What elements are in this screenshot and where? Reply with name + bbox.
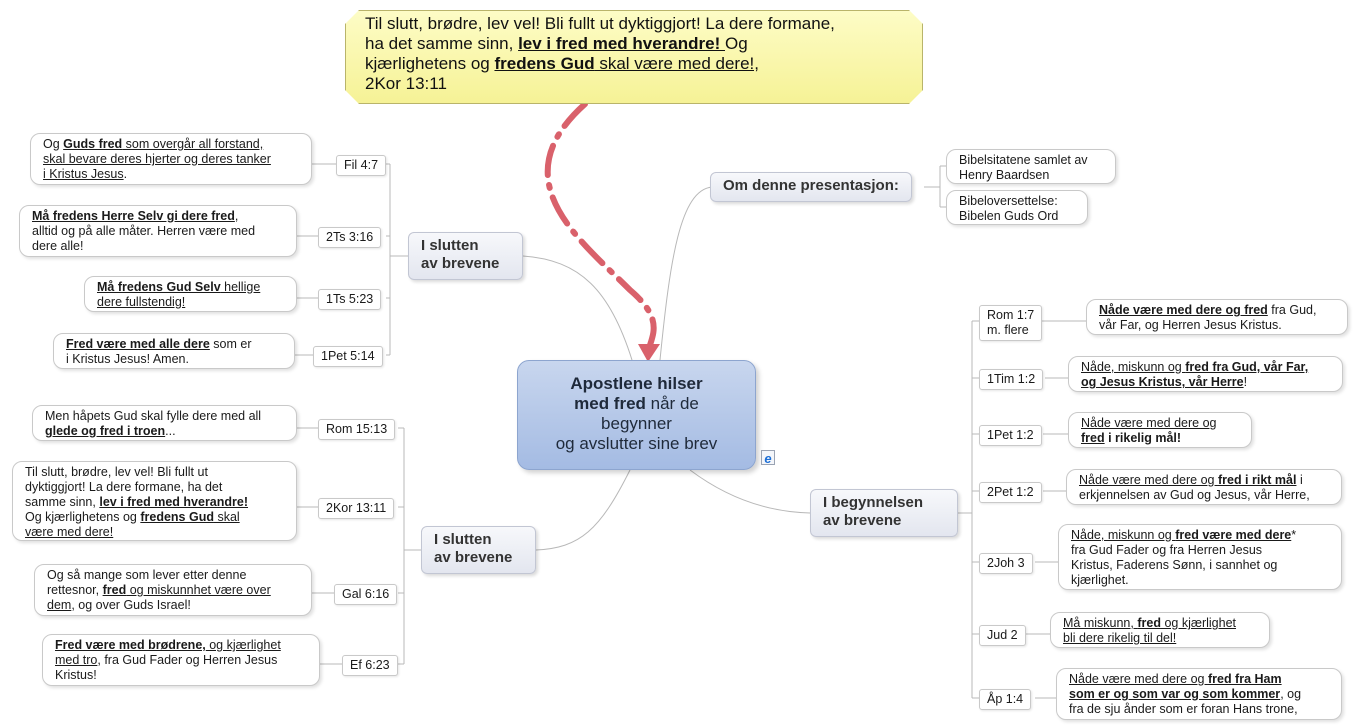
ref-1ts-5-23[interactable]: 1Ts 5:23 — [318, 289, 382, 310]
callout-quote-2kor[interactable]: Til slutt, brødre, lev vel! Bli fullt ut… — [345, 10, 923, 104]
ref-rom-15-13[interactable]: Rom 15:13 — [318, 419, 396, 440]
ref-2joh-3[interactable]: 2Joh 3 — [979, 553, 1033, 574]
note-1pet-5-14[interactable]: Fred være med alle dere som er i Kristus… — [53, 333, 295, 369]
ie-link-icon[interactable]: e — [761, 450, 775, 466]
note-1ts-5-23[interactable]: Må fredens Gud Selv hellige dere fullste… — [84, 276, 297, 312]
connector-central-end-upper — [522, 255, 633, 361]
ref-2pet-1-2[interactable]: 2Pet 1:2 — [979, 482, 1042, 503]
callout-line-2: ha det samme sinn, lev i fred med hveran… — [365, 34, 748, 53]
note-gal-6-16[interactable]: Og så mange som lever etter denne rettes… — [34, 564, 312, 616]
connector-about-bracket — [924, 165, 946, 208]
connector-end-upper-bracket — [386, 163, 408, 356]
central-topic[interactable]: Apostlene hilser med fred når de begynne… — [517, 360, 756, 470]
connector-begin-bracket — [958, 320, 979, 699]
note-ef-6-23[interactable]: Fred være med brødrene, og kjærlighet me… — [42, 634, 320, 686]
note-1pet-1-2[interactable]: Nåde være med dere og fred i rikelig mål… — [1068, 412, 1252, 448]
branch-about[interactable]: Om denne presentasjon: — [710, 172, 912, 202]
ref-2ts-3-16[interactable]: 2Ts 3:16 — [318, 227, 382, 248]
ref-1pet-1-2[interactable]: 1Pet 1:2 — [979, 425, 1042, 446]
ref-1tim-1-2[interactable]: 1Tim 1:2 — [979, 369, 1044, 390]
note-2pet-1-2[interactable]: Nåde være med dere og fred i rikt mål i … — [1066, 469, 1342, 505]
ref-fil-4-7[interactable]: Fil 4:7 — [336, 155, 387, 176]
note-1tim-1-2[interactable]: Nåde, miskunn og fred fra Gud, vår Far, … — [1068, 356, 1343, 392]
note-about-translation[interactable]: Bibeloversettelse:Bibelen Guds Ord — [946, 190, 1088, 225]
ref-jud-2[interactable]: Jud 2 — [979, 625, 1026, 646]
note-fil-4-7[interactable]: Og Guds fred som overgår all forstand, s… — [30, 133, 312, 185]
note-2ts-3-16[interactable]: Må fredens Herre Selv gi dere fred, allt… — [19, 205, 297, 257]
callout-arrow — [544, 101, 657, 355]
connector-central-begin — [689, 469, 811, 514]
connector-central-end-lower — [535, 469, 631, 551]
note-jud-2[interactable]: Må miskunn, fred og kjærlighet bli dere … — [1050, 612, 1270, 648]
note-2kor-13-11[interactable]: Til slutt, brødre, lev vel! Bli fullt ut… — [12, 461, 297, 541]
note-rom-1-7[interactable]: Nåde være med dere og fred fra Gud, vår … — [1086, 299, 1348, 335]
ref-2kor-13-11[interactable]: 2Kor 13:11 — [318, 498, 395, 519]
note-ap-1-4[interactable]: Nåde være med dere og fred fra Ham som e… — [1056, 668, 1342, 720]
callout-arrowhead — [638, 344, 660, 362]
ref-ap-1-4[interactable]: Åp 1:4 — [979, 689, 1032, 710]
connector-end-lower-bracket — [398, 427, 421, 665]
ref-gal-6-16[interactable]: Gal 6:16 — [334, 584, 398, 605]
connector-central-about — [659, 186, 713, 361]
callout-line-3: kjærlighetens og fredens Gud skal være m… — [365, 54, 759, 73]
callout-line-1: Til slutt, brødre, lev vel! Bli fullt ut… — [365, 14, 835, 33]
ref-1pet-5-14[interactable]: 1Pet 5:14 — [313, 346, 383, 367]
note-rom-15-13[interactable]: Men håpets Gud skal fylle dere med all g… — [32, 405, 297, 441]
ref-ef-6-23[interactable]: Ef 6:23 — [342, 655, 398, 676]
callout-line-4: 2Kor 13:11 — [365, 74, 447, 93]
note-2joh-3[interactable]: Nåde, miskunn og fred være med dere* fra… — [1058, 524, 1342, 590]
